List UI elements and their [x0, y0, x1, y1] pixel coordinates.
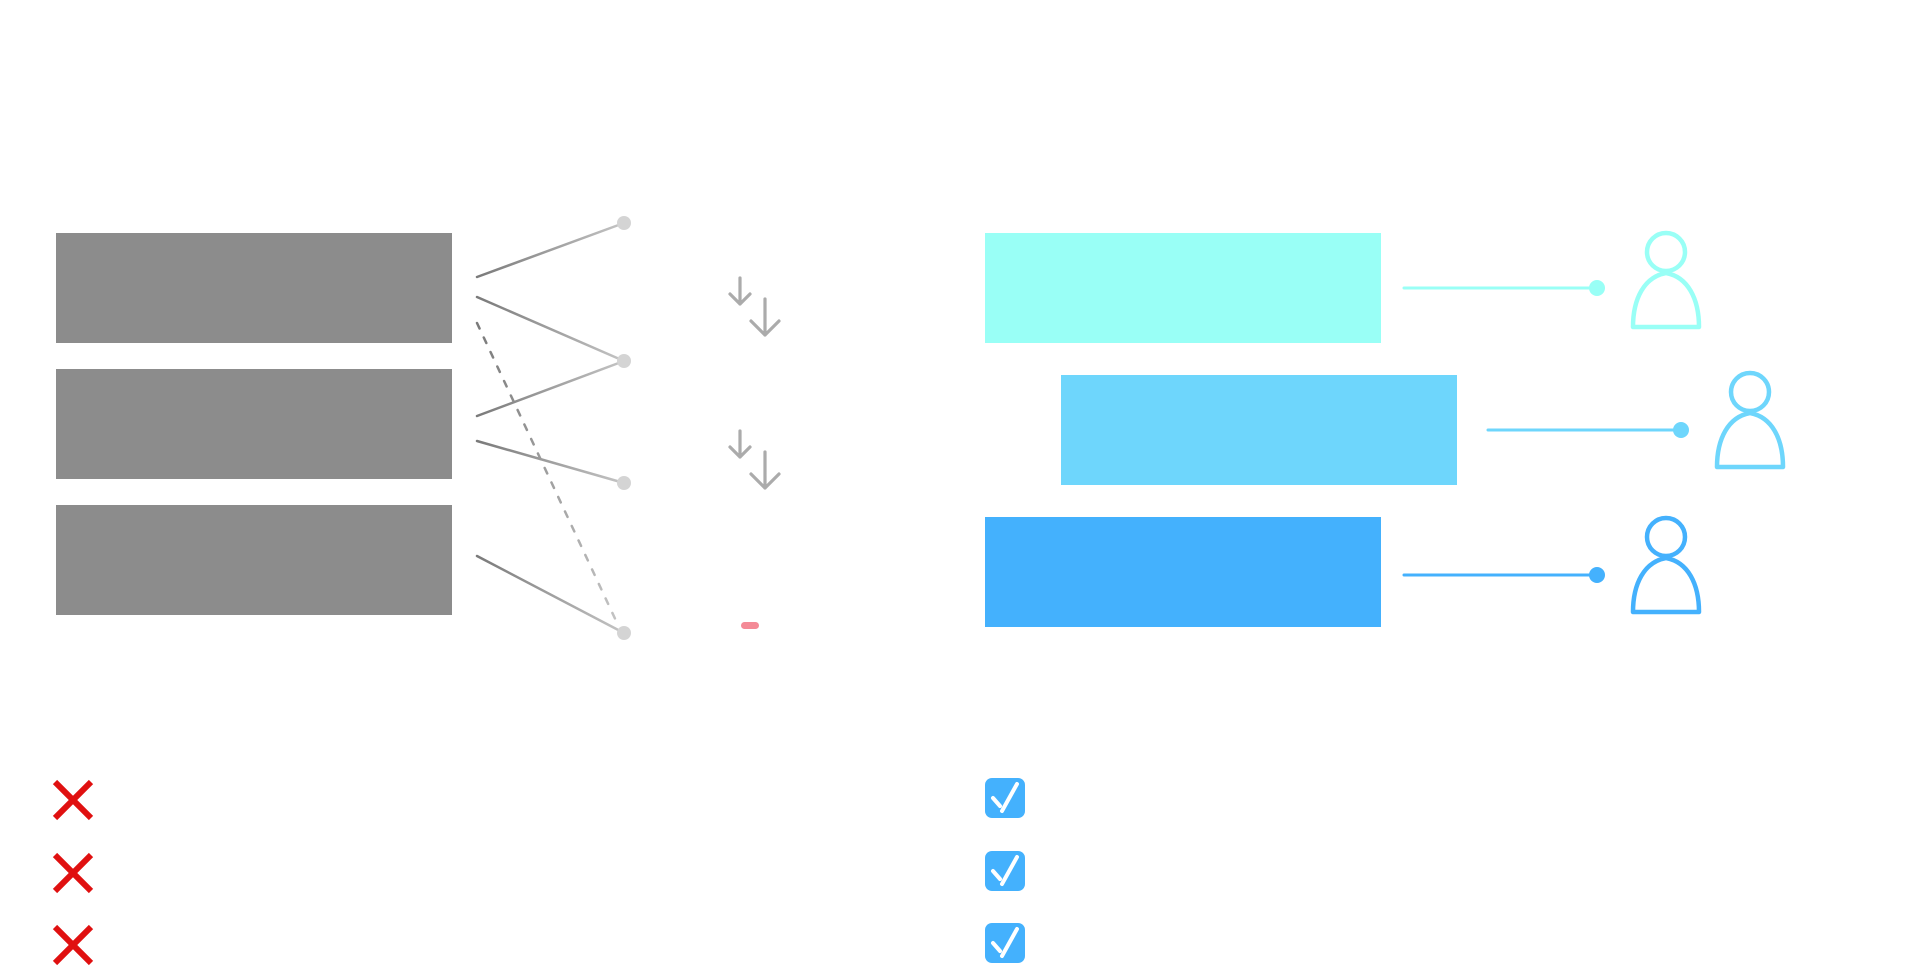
person-head: [1728, 370, 1772, 414]
connector-line: [475, 359, 626, 418]
connector-dashed-line: [475, 321, 620, 627]
cross-icon-2: [52, 852, 94, 894]
connector-line: [475, 221, 626, 279]
node-dot-3: [617, 476, 631, 490]
person-icon-1: [1630, 230, 1702, 330]
pink-marker: [741, 622, 759, 629]
cross-icon-1: [52, 779, 94, 821]
gray-block-2: [56, 369, 452, 479]
connector-line: [475, 439, 626, 485]
arrow-down-icon: [749, 297, 781, 337]
checkbox-checked-icon-3: [985, 923, 1025, 963]
connector-line: [475, 554, 626, 635]
gray-block-1: [56, 233, 452, 343]
arrow-down-icon: [728, 429, 752, 459]
cross-stroke: [52, 852, 94, 894]
person-body: [1630, 555, 1702, 615]
checkbox-mark: [991, 782, 1019, 813]
double-arrow-down-icon-1: [728, 276, 781, 337]
cross-stroke: [52, 779, 94, 821]
person-body: [1714, 410, 1786, 470]
node-dot-4: [617, 626, 631, 640]
tier-endpoint-3: [1589, 567, 1605, 583]
checkbox-mark: [991, 855, 1019, 886]
tier-endpoint-1: [1589, 280, 1605, 296]
arrow-down-icon: [728, 276, 752, 306]
tier-block-3: [985, 517, 1381, 627]
cross-stroke: [52, 924, 94, 966]
tier-block-1: [985, 233, 1381, 343]
gray-block-3: [56, 505, 452, 615]
person-icon-3: [1630, 515, 1702, 615]
double-arrow-down-icon-2: [728, 429, 781, 490]
checkbox-checked-icon-2: [985, 851, 1025, 891]
person-icon-2: [1714, 370, 1786, 470]
connector-line: [475, 295, 626, 363]
tier-endpoint-2: [1673, 422, 1689, 438]
tier-block-2: [1061, 375, 1457, 485]
cross-icon-3: [52, 924, 94, 966]
person-head: [1644, 230, 1688, 274]
checkbox-checked-icon-1: [985, 778, 1025, 818]
person-body: [1630, 270, 1702, 330]
person-head: [1644, 515, 1688, 559]
arrow-down-icon: [749, 450, 781, 490]
checkbox-mark: [991, 927, 1019, 958]
node-dot-2: [617, 354, 631, 368]
node-dot-1: [617, 216, 631, 230]
